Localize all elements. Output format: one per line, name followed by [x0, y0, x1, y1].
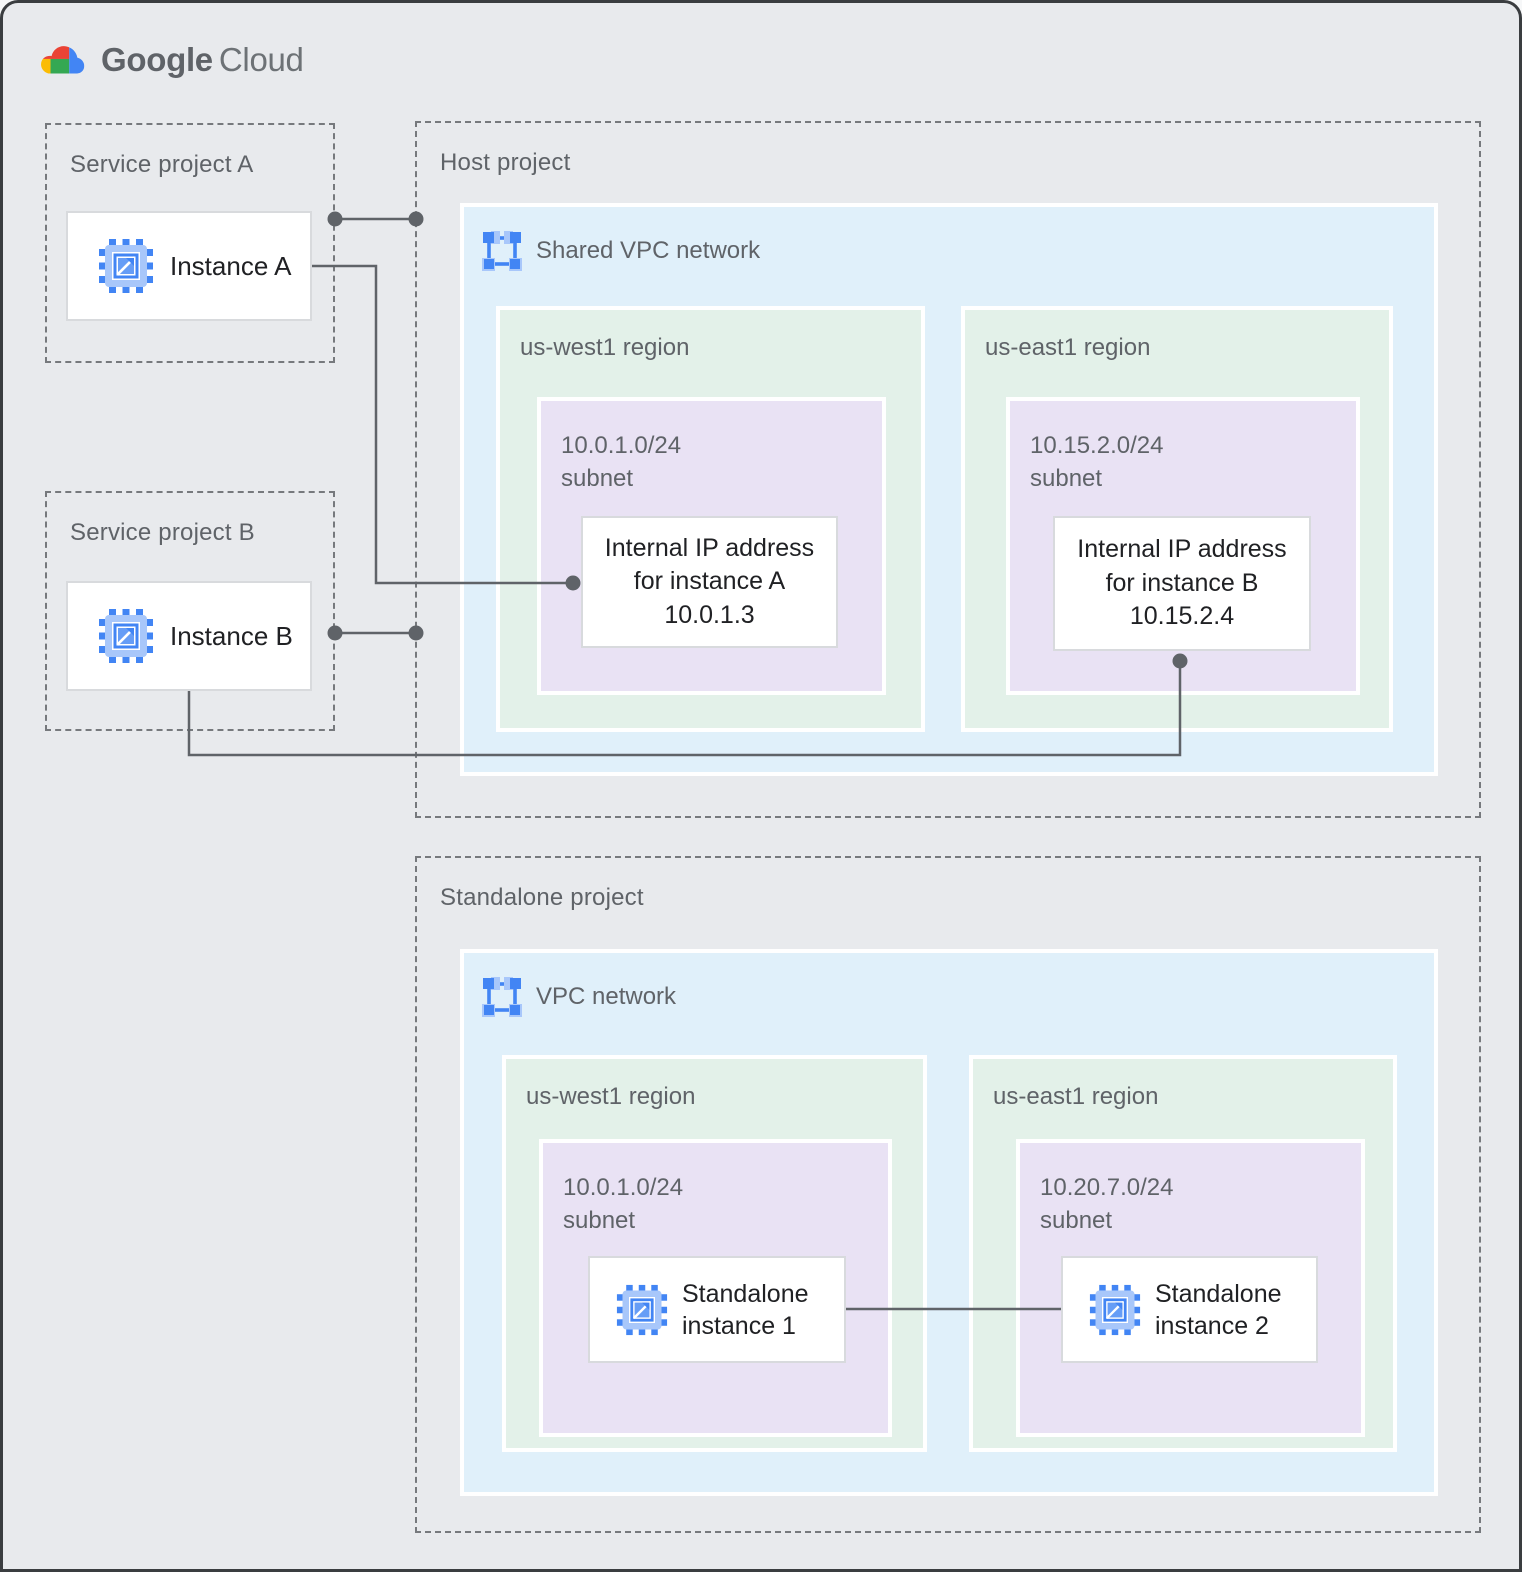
- logo-cloud-text: Cloud: [218, 41, 304, 78]
- host-west-subnet-label: 10.0.1.0/24 subnet: [561, 429, 882, 495]
- ip-b-line3: 10.15.2.4: [1129, 602, 1235, 631]
- standalone-west-subnet-label: 10.0.1.0/24 subnet: [563, 1171, 888, 1237]
- host-project-title: Host project: [440, 149, 571, 176]
- instance-a-label: Instance A: [170, 250, 292, 281]
- standalone-east-subnet-cidr: 10.20.7.0/24: [1040, 1174, 1174, 1201]
- vpc-network-icon: [480, 229, 524, 273]
- service-project-a-title: Service project A: [70, 151, 254, 178]
- instance-b-label: Instance B: [170, 620, 293, 651]
- ip-a-line3: 10.0.1.3: [664, 600, 755, 629]
- standalone-west-subnet-cidr: 10.0.1.0/24: [563, 1174, 684, 1201]
- standalone-project-title: Standalone project: [440, 884, 644, 911]
- service-project-b-title: Service project B: [70, 519, 255, 546]
- host-east-subnet-cidr: 10.15.2.0/24: [1030, 432, 1164, 459]
- host-west-subnet-word: subnet: [561, 465, 634, 493]
- vpc-network-label: VPC network: [536, 983, 677, 1010]
- compute-instance-icon: [98, 608, 154, 664]
- compute-instance-icon: [1089, 1284, 1141, 1336]
- instance-a-card: Instance A: [66, 211, 312, 321]
- shared-vpc-network-label: Shared VPC network: [536, 237, 761, 264]
- standalone-us-west1-region-label: us-west1 region: [526, 1083, 696, 1110]
- host-us-west1-region-label: us-west1 region: [520, 334, 690, 361]
- ip-b-line1: Internal IP address: [1077, 535, 1287, 564]
- standalone-east-subnet-label: 10.20.7.0/24 subnet: [1040, 1171, 1361, 1237]
- host-west-subnet-cidr: 10.0.1.0/24: [561, 432, 682, 459]
- compute-instance-icon: [616, 1284, 668, 1336]
- host-east-subnet-label: 10.15.2.0/24 subnet: [1030, 429, 1356, 495]
- standalone-instance-1-card: Standalone instance 1: [588, 1256, 846, 1363]
- standalone-instance-2-label: Standalone instance 2: [1155, 1279, 1282, 1340]
- internal-ip-instance-b-card: Internal IP address for instance B 10.15…: [1053, 516, 1311, 651]
- logo-google-text: Google: [101, 41, 213, 78]
- host-east-subnet-word: subnet: [1030, 465, 1103, 493]
- vpc-network-icon: [480, 975, 524, 1019]
- service-project-a-box: Service project A: [45, 123, 335, 363]
- ip-b-line2: for instance B: [1105, 568, 1259, 597]
- host-us-east1-region-label: us-east1 region: [985, 334, 1151, 361]
- compute-instance-icon: [98, 238, 154, 294]
- standalone-us-east1-region-label: us-east1 region: [993, 1083, 1159, 1110]
- ip-a-line1: Internal IP address: [604, 533, 815, 562]
- standalone-instance-1-label: Standalone instance 1: [682, 1279, 809, 1340]
- internal-ip-instance-a-card: Internal IP address for instance A 10.0.…: [581, 516, 838, 648]
- standalone-instance-2-card: Standalone instance 2: [1061, 1256, 1318, 1363]
- ip-a-line2: for instance A: [633, 567, 786, 596]
- standalone-project-box: Standalone project: [415, 856, 1481, 1533]
- google-cloud-icon: [37, 39, 89, 81]
- instance-b-card: Instance B: [66, 581, 312, 691]
- standalone-west-subnet-word: subnet: [563, 1207, 636, 1235]
- standalone-east-subnet-word: subnet: [1040, 1207, 1113, 1235]
